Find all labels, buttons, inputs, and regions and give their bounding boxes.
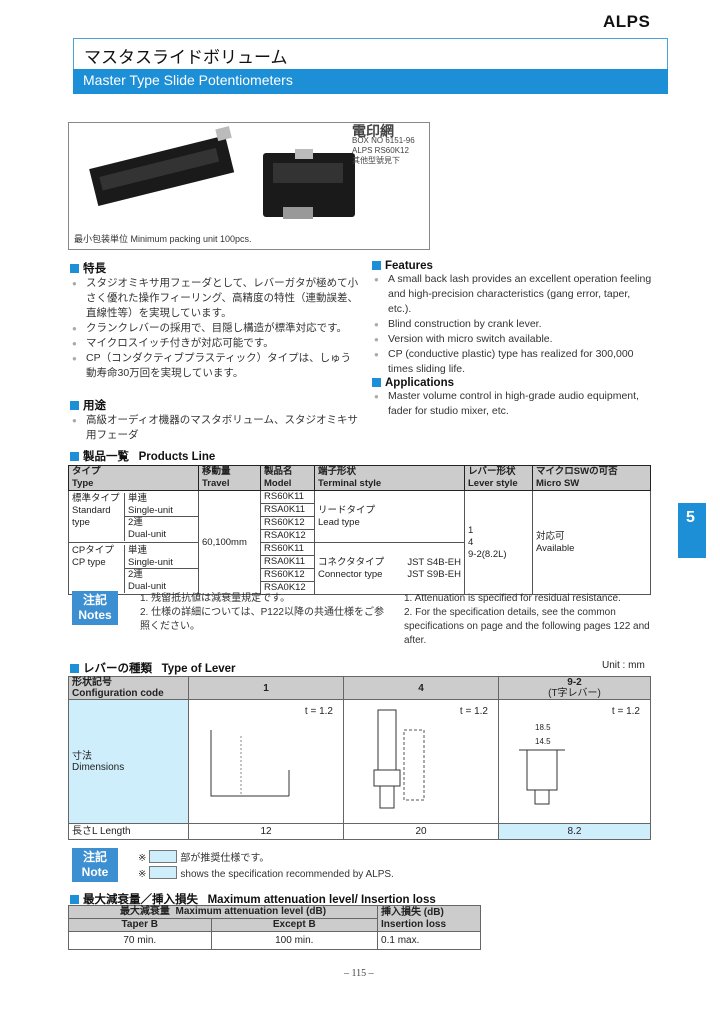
note-en: ※shows the specification recommended by … <box>138 866 394 882</box>
model-cell: RSA0K12 <box>260 529 315 543</box>
features-en-section: Features A small back lash provides an e… <box>372 260 654 419</box>
features-en-heading: Features <box>385 260 433 272</box>
maxatt-header: 最大減衰量 Maximum attenuation level (dB) <box>67 905 379 919</box>
bullet-square-icon <box>372 378 381 387</box>
notes-en: 1. Attenuation is specified for residual… <box>404 593 650 646</box>
model-cell: RS60K12 <box>260 568 315 582</box>
feature-en-item: A small back lash provides an excellent … <box>372 272 654 317</box>
length-4: 20 <box>343 823 499 840</box>
model-cell: RS60K12 <box>260 516 315 530</box>
highlight-swatch <box>149 866 178 879</box>
bullet-square-icon <box>70 401 79 410</box>
uses-en-heading: Applications <box>385 377 455 389</box>
notes-jp: 1. 残留抵抗値は減衰量規定です。2. 仕様の詳細については、P122以降の共通… <box>140 593 384 632</box>
feature-jp-item: マイクロスイッチ付きが対応可能です。 <box>70 336 360 351</box>
insertion-loss-value: 0.1 max. <box>377 931 481 950</box>
feature-jp-item: スタジオミキサ用フェーダとして、レバーガタが極めて小さく優れた操作フィーリング、… <box>70 276 360 321</box>
bullet-square-icon <box>70 264 79 273</box>
uses-jp-section: 用途 高級オーディオ機器のマスタボリューム、スタジオミキサ用フェーダ <box>70 397 360 443</box>
maxatt-heading: 最大減衰量／挿入損失 Maximum attenuation level/ In… <box>70 891 436 907</box>
page-title-jp: マスタスライドボリューム <box>73 38 668 69</box>
length-1: 12 <box>188 823 344 840</box>
model-cell: RS60K11 <box>260 542 315 556</box>
taper-b-header: Taper B <box>68 918 212 932</box>
logo-line3: 其他型號見下 <box>352 156 400 165</box>
page-number: – 115 – <box>344 968 374 979</box>
highlight-swatch <box>149 850 178 863</box>
section-tab: 5 <box>678 503 706 558</box>
except-b-value: 100 min. <box>210 931 379 950</box>
lever-1-drawing: t = 1.2 <box>188 699 344 824</box>
feature-en-item: CP (conductive plastic) type has realize… <box>372 347 654 377</box>
code-1: 1 <box>188 676 344 700</box>
lever-heading: レバーの種類 Type of Lever <box>70 660 236 676</box>
features-jp-heading: 特長 <box>83 263 106 275</box>
logo-line2: ALPS RS60K12 <box>352 146 409 155</box>
logo-mark: 電印網 <box>352 123 394 139</box>
logo-line1: BOX NO 6151-96 <box>352 136 415 145</box>
bullet-square-icon <box>70 452 79 461</box>
travel-cell: 60,100mm <box>198 490 261 595</box>
unit-label: Unit : mm <box>602 660 645 671</box>
page-title-en: Master Type Slide Potentiometers <box>73 69 668 94</box>
products-heading-jp: 製品一覧 <box>83 451 129 463</box>
products-heading-en: Products Line <box>138 451 216 463</box>
uses-jp-heading: 用途 <box>83 400 106 412</box>
feature-en-item: Blind construction by crank lever. <box>372 317 654 332</box>
taper-b-value: 70 min. <box>68 931 212 950</box>
certification-mark: 電印網 BOX NO 6151-96 ALPS RS60K12 其他型號見下 <box>352 123 426 178</box>
brand-logo: ALPS <box>603 12 651 31</box>
code-4: 4 <box>343 676 499 700</box>
bullet-square-icon <box>70 664 79 673</box>
features-jp-section: 特長 スタジオミキサ用フェーダとして、レバーガタが極めて小さく優れた操作フィーリ… <box>70 260 360 381</box>
model-cell: RSA0K12 <box>260 581 315 595</box>
feature-jp-item: クランクレバーの採用で、目隠し構造が標準対応です。 <box>70 321 360 336</box>
feature-jp-item: CP（コンダクティブプラスティック）タイプは、しゅう動寿命30万回を実現していま… <box>70 351 360 381</box>
insertion-loss-header: 挿入損失 (dB)Insertion loss <box>377 905 481 932</box>
packing-unit: 最小包装単位 Minimum packing unit 100pcs. <box>74 234 252 244</box>
except-b-header: Except B <box>210 918 379 932</box>
potentiometer-photo-icon <box>89 126 355 219</box>
note-jp: ※部が推奨仕様です。 <box>138 850 269 866</box>
use-en-item: Master volume control in high-grade audi… <box>372 389 654 419</box>
bullet-square-icon <box>70 895 79 904</box>
model-cell: RSA0K11 <box>260 503 315 517</box>
feature-en-item: Version with micro switch available. <box>372 332 654 347</box>
length-9-2: 8.2 <box>498 823 651 840</box>
lever-4-drawing: t = 1.2 <box>343 699 499 824</box>
maxatt-table: 最大減衰量 Maximum attenuation level (dB)挿入損失… <box>67 905 481 950</box>
bullet-square-icon <box>372 261 381 270</box>
model-cell: RS60K11 <box>260 490 315 504</box>
code-9-2: 9-2(T字レバー) <box>498 676 651 700</box>
length-label: 長さL Length <box>68 823 189 840</box>
use-jp-item: 高級オーディオ機器のマスタボリューム、スタジオミキサ用フェーダ <box>70 413 360 443</box>
products-heading: 製品一覧 Products Line <box>70 448 215 464</box>
model-cell: RSA0K11 <box>260 555 315 569</box>
product-photo <box>68 122 430 250</box>
